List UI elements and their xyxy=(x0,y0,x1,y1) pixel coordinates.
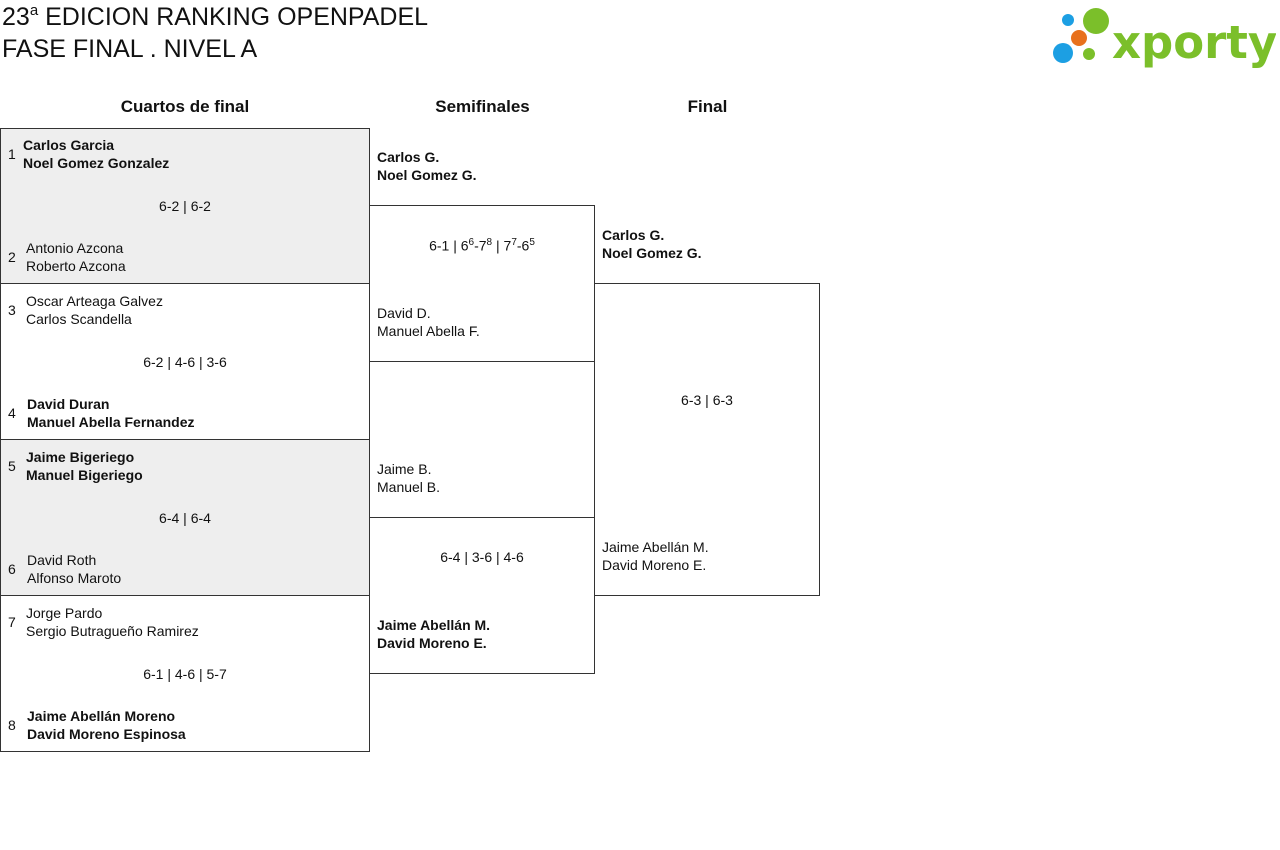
player-name: Carlos Garcia xyxy=(23,137,115,153)
final-match: 6-3 | 6-3 Jaime Abellán M. David Moreno … xyxy=(594,283,820,596)
qf-match-3: 5 Jaime Bigeriego Manuel Bigeriego 6-4 |… xyxy=(0,439,370,596)
seed-number: 3 xyxy=(8,302,16,318)
xporty-logo: xporty xyxy=(1053,8,1276,68)
player-name: Manuel Abella Fernandez xyxy=(27,414,195,430)
match-score: 6-4 | 6-4 xyxy=(159,510,211,526)
page-title: 23a EDICION RANKING OPENPADEL xyxy=(2,2,429,31)
seed-number: 7 xyxy=(8,614,16,630)
player-name: Jaime Abellán M. xyxy=(602,539,709,555)
player-name: Noel Gomez G. xyxy=(602,245,702,261)
player-name: David Moreno Espinosa xyxy=(27,726,186,742)
logo-dot-blue xyxy=(1053,43,1073,63)
player-name: Jaime Abellán Moreno xyxy=(27,708,176,724)
qf2-team-b: David Duran Manuel Abella Fernandez xyxy=(27,395,195,431)
player-name: Jaime B. xyxy=(377,461,432,477)
player-name: Carlos G. xyxy=(377,149,440,165)
player-name: David Duran xyxy=(27,396,110,412)
sf2-team-b: Jaime Abellán M. David Moreno E. xyxy=(377,616,490,652)
match-score: 6-1 | 4-6 | 5-7 xyxy=(143,666,227,682)
logo-dot-orange xyxy=(1071,30,1087,46)
final-team-b: Jaime Abellán M. David Moreno E. xyxy=(602,538,709,574)
player-name: Jaime Abellán M. xyxy=(377,617,491,633)
seed-number: 8 xyxy=(8,717,16,733)
qf2-team-a: Oscar Arteaga Galvez Carlos Scandella xyxy=(26,292,163,328)
qf4-team-a: Jorge Pardo Sergio Butragueño Ramirez xyxy=(26,604,199,640)
qf3-team-a: Jaime Bigeriego Manuel Bigeriego xyxy=(26,448,143,484)
qf3-team-b: David Roth Alfonso Maroto xyxy=(27,551,121,587)
player-name: Manuel B. xyxy=(377,479,441,495)
round-title-final: Final xyxy=(687,97,728,116)
seed-number: 4 xyxy=(8,405,16,421)
player-name: David Moreno E. xyxy=(377,635,487,651)
player-name: Antonio Azcona xyxy=(26,240,124,256)
match-score: 6-4 | 3-6 | 4-6 xyxy=(440,549,524,565)
match-score: 6-2 | 4-6 | 3-6 xyxy=(143,354,227,370)
player-name: Jorge Pardo xyxy=(26,605,103,621)
qf1-team-b: Antonio Azcona Roberto Azcona xyxy=(26,239,126,275)
final-team-a: Carlos G. Noel Gomez G. xyxy=(602,226,702,262)
seed-number: 2 xyxy=(8,249,16,265)
player-name: Roberto Azcona xyxy=(26,258,126,274)
match-score: 6-2 | 6-2 xyxy=(159,198,211,214)
sf1-team-a: Carlos G. Noel Gomez G. xyxy=(377,148,477,184)
qf1-team-a: Carlos Garcia Noel Gomez Gonzalez xyxy=(23,136,169,172)
logo-dot-blue-small xyxy=(1062,14,1074,26)
logo-text: xporty xyxy=(1112,16,1276,68)
round-title-quarterfinals: Cuartos de final xyxy=(120,97,250,116)
logo-dot-green xyxy=(1083,8,1109,34)
match-score: 6-3 | 6-3 xyxy=(681,392,733,408)
player-name: David D. xyxy=(377,305,431,321)
player-name: Oscar Arteaga Galvez xyxy=(26,293,163,309)
seed-number: 1 xyxy=(8,146,16,162)
qf-match-1: 1 Carlos Garcia Noel Gomez Gonzalez 6-2 … xyxy=(0,128,370,284)
player-name: Carlos Scandella xyxy=(26,311,132,327)
qf-match-2: 3 Oscar Arteaga Galvez Carlos Scandella … xyxy=(0,283,370,440)
logo-dot-green-small xyxy=(1083,48,1095,60)
sf-match-1: 6-1 | 66-78 | 77-65 David D. Manuel Abel… xyxy=(369,205,595,362)
page-subtitle: FASE FINAL . NIVEL A xyxy=(2,35,258,63)
player-name: Jaime Bigeriego xyxy=(26,449,135,465)
player-name: Noel Gomez Gonzalez xyxy=(23,155,170,171)
seed-number: 6 xyxy=(8,561,16,577)
seed-number: 5 xyxy=(8,458,16,474)
qf-match-4: 7 Jorge Pardo Sergio Butragueño Ramirez … xyxy=(0,595,370,752)
player-name: Manuel Abella F. xyxy=(377,323,480,339)
qf4-team-b: Jaime Abellán Moreno David Moreno Espino… xyxy=(27,707,186,743)
match-score: 6-1 | 66-78 | 77-65 xyxy=(429,237,535,254)
player-name: David Moreno E. xyxy=(602,557,707,573)
player-name: Noel Gomez G. xyxy=(377,167,477,183)
sf2-team-a: Jaime B. Manuel B. xyxy=(377,460,440,496)
player-name: Sergio Butragueño Ramirez xyxy=(26,623,199,639)
player-name: David Roth xyxy=(27,552,97,568)
sf1-team-b: David D. Manuel Abella F. xyxy=(377,304,480,340)
player-name: Carlos G. xyxy=(602,227,665,243)
round-title-semifinals: Semifinales xyxy=(435,97,530,116)
player-name: Manuel Bigeriego xyxy=(26,467,143,483)
sf-match-2: 6-4 | 3-6 | 4-6 Jaime Abellán M. David M… xyxy=(369,517,595,674)
player-name: Alfonso Maroto xyxy=(27,570,122,586)
